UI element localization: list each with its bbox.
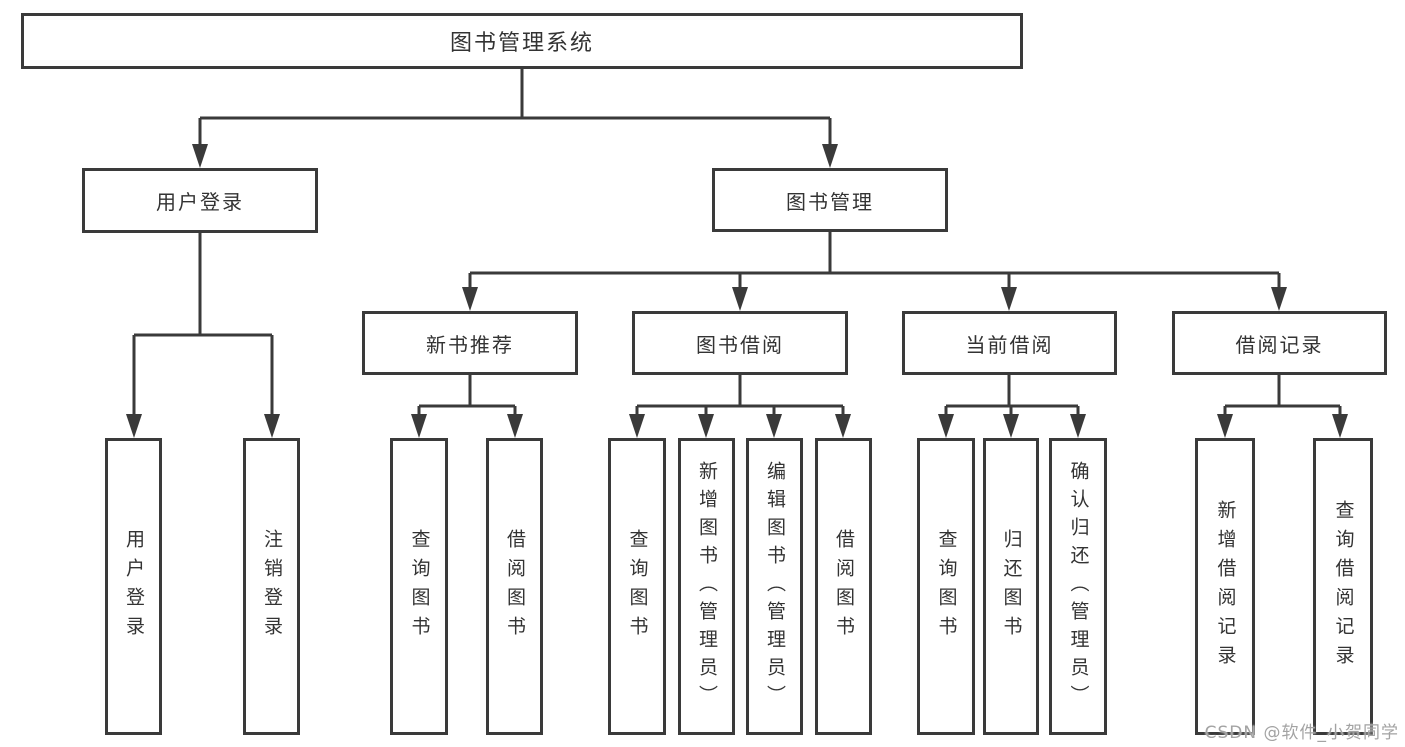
connector-stems <box>132 69 1342 418</box>
leaf-record-add-borrow-record: 新增借阅记录 <box>1195 438 1255 735</box>
node-user-login: 用户登录 <box>82 168 318 233</box>
leaf-user-login: 用户登录 <box>105 438 162 735</box>
leaf-current-confirm-return-admin: 确认归还（管理员） <box>1049 438 1107 735</box>
node-library-management-system: 图书管理系统 <box>21 13 1023 69</box>
node-new-book-recommend: 新书推荐 <box>362 311 578 375</box>
leaf-logout: 注销登录 <box>243 438 300 735</box>
arrowheads <box>126 144 1348 438</box>
leaf-current-return-books: 归还图书 <box>983 438 1039 735</box>
leaf-newbook-query-books: 查询图书 <box>390 438 448 735</box>
node-borrowing-records: 借阅记录 <box>1172 311 1387 375</box>
node-book-management: 图书管理 <box>712 168 948 232</box>
leaf-borrowing-add-books-admin: 新增图书（管理员） <box>678 438 735 735</box>
watermark-text: CSDN @软件_小贺同学 <box>1204 723 1399 743</box>
node-current-borrowing: 当前借阅 <box>902 311 1117 375</box>
leaf-borrowing-edit-books-admin: 编辑图书（管理员） <box>746 438 803 735</box>
leaf-newbook-borrow-books: 借阅图书 <box>486 438 543 735</box>
leaf-record-query-borrow-record: 查询借阅记录 <box>1313 438 1373 735</box>
leaf-borrowing-query-books: 查询图书 <box>608 438 666 735</box>
leaf-current-query-books: 查询图书 <box>917 438 975 735</box>
node-book-borrowing: 图书借阅 <box>632 311 848 375</box>
leaf-borrowing-borrow-books: 借阅图书 <box>815 438 872 735</box>
